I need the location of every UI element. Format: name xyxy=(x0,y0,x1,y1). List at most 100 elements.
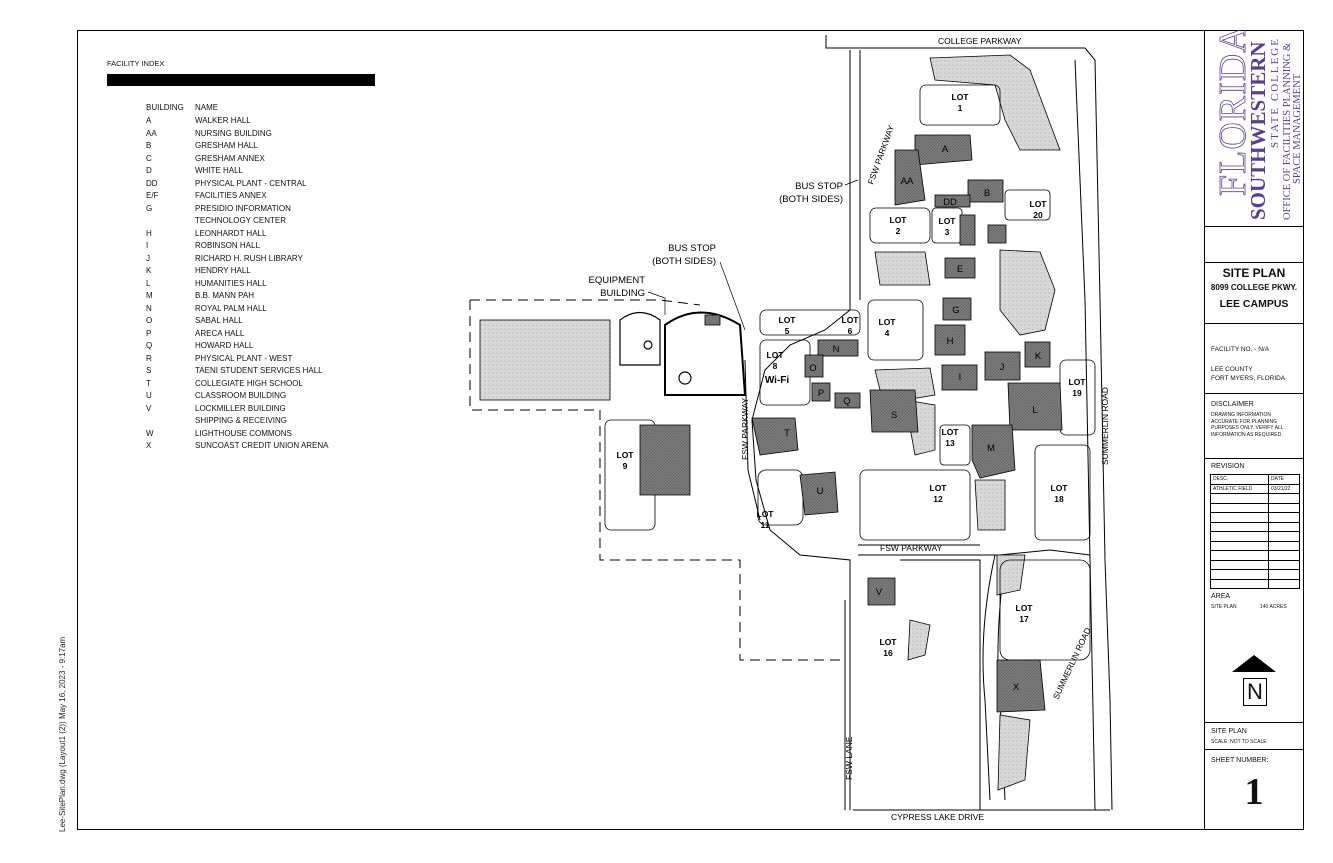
sheet-number: 1 xyxy=(1244,771,1264,813)
facility-code: B xyxy=(146,141,152,150)
lot-word-lot12: LOT xyxy=(930,483,948,493)
facility-name: PHYSICAL PLANT - CENTRAL xyxy=(195,178,307,188)
building-label-t: T xyxy=(784,428,790,439)
lot-word-lot11: LOT xyxy=(757,509,775,519)
north-letter: N xyxy=(1243,678,1267,706)
building-q xyxy=(834,392,861,409)
callout-leaders xyxy=(647,179,859,331)
logo-southwestern: SOUTHWESTERN xyxy=(1246,41,1270,220)
road-summerlin-north: SUMMERLIN ROAD xyxy=(1100,387,1110,465)
road-summerlin-south: SUMMERLIN ROAD xyxy=(1051,626,1093,701)
facility-name: CLASSROOM BUILDING xyxy=(195,391,287,400)
site-boundary xyxy=(469,299,845,661)
lot-word-lot5: LOT xyxy=(779,315,797,325)
facility-name: SHIPPING & RECEIVING xyxy=(195,416,288,425)
building-u xyxy=(799,471,839,516)
facility-name: WHITE HALL xyxy=(195,166,244,175)
revision-blank-row xyxy=(1210,512,1300,523)
facility-name: PHYSICAL PLANT - WEST xyxy=(195,353,293,363)
building-t xyxy=(751,417,799,456)
building-label-v: V xyxy=(876,587,883,598)
facility-code: M xyxy=(146,291,153,300)
area-heading: AREA xyxy=(1211,593,1231,600)
building-g xyxy=(942,297,972,321)
facility-code: W xyxy=(146,428,154,438)
revision-blank-row xyxy=(1210,531,1300,542)
facility-name: RICHARD H. RUSH LIBRARY xyxy=(195,253,303,263)
facility-name: COLLEGIATE HIGH SCHOOL xyxy=(195,378,303,388)
disclaimer-text: DRAWING INFORMATION ACCURATE FOR PLANNIN… xyxy=(1211,412,1284,438)
building-n xyxy=(817,339,859,357)
road-cypress-lake: CYPRESS LAKE DRIVE xyxy=(891,812,984,822)
scale-heading: SITE PLAN xyxy=(1211,728,1247,735)
building-v xyxy=(867,577,896,606)
facility-index-header: BUILDING NAME xyxy=(146,103,218,112)
fsw-logo: FLORIDA SOUTHWESTERN STATE COLLEGE OFFIC… xyxy=(1205,24,1303,227)
lot-word-lot9: LOT xyxy=(617,450,635,460)
facility-code: R xyxy=(146,353,152,363)
lot-word-lot6: LOT xyxy=(842,315,860,325)
building-label-o: O xyxy=(809,363,816,374)
facility-name: HENDRY HALL xyxy=(195,266,251,275)
lot-word-lot3: LOT xyxy=(939,216,957,226)
building-k xyxy=(1024,341,1051,368)
road-fsw-parkway-north: FSW PARKWAY xyxy=(865,124,896,186)
lot-word-lot19: LOT xyxy=(1069,377,1087,387)
building-label-aa: AA xyxy=(901,176,914,187)
city: FORT MYERS, FLORIDA xyxy=(1211,375,1286,382)
drawing-sheet-border xyxy=(77,30,1304,830)
road-lines xyxy=(744,35,1113,811)
building-label-k: K xyxy=(1035,351,1042,362)
bus-stop-1-line2: (BOTH SIDES) xyxy=(779,194,843,205)
facility-name: NURSING BUILDING xyxy=(195,128,272,138)
col-name-header: NAME xyxy=(195,103,219,112)
facility-code: Q xyxy=(146,341,153,350)
building-label-q: Q xyxy=(843,396,850,407)
revision-blank-row xyxy=(1210,559,1300,570)
facility-name: B.B. MANN PAH xyxy=(195,291,254,300)
title-block: FLORIDA SOUTHWESTERN STATE COLLEGE OFFIC… xyxy=(1204,24,1304,830)
facility-code: H xyxy=(146,228,152,238)
bus-stop-1-line1: BUS STOP xyxy=(795,181,843,192)
county: LEE COUNTY xyxy=(1211,366,1253,373)
facility-name: LIGHTHOUSE COMMONS xyxy=(195,428,292,438)
lot-word-lot8: LOT xyxy=(767,350,785,360)
facility-code: P xyxy=(146,328,152,338)
facility-code: AA xyxy=(146,128,157,138)
facility-name: PRESIDIO INFORMATION xyxy=(195,203,291,213)
facility-code: O xyxy=(146,316,153,325)
rev-row-desc: ATHLETIC FIELD xyxy=(1210,483,1269,494)
campus-name: LEE CAMPUS xyxy=(1219,298,1289,310)
facility-code: E/F xyxy=(146,191,159,200)
facility-index-row: M B.B. MANN PAH xyxy=(146,290,395,303)
building-label-i: I xyxy=(959,372,962,383)
facility-name: HUMANITIES HALL xyxy=(195,278,267,288)
building-c xyxy=(959,214,976,246)
revision-blank-row xyxy=(1210,550,1300,561)
building-label-j: J xyxy=(1000,362,1005,373)
facility-name: HOWARD HALL xyxy=(195,341,254,350)
facility-name: ROBINSON HALL xyxy=(195,241,260,250)
sheet-heading: SHEET NUMBER: xyxy=(1211,757,1269,764)
lot-number-lot8: 8 xyxy=(773,361,778,371)
building-x xyxy=(996,659,1046,713)
col-building-header: BUILDING xyxy=(146,103,184,112)
revision-blank-row xyxy=(1210,493,1300,504)
area-label: SITE PLAN xyxy=(1211,604,1237,610)
facility-index-row: R PHYSICAL PLANT - WEST xyxy=(146,353,395,366)
facility-name: WALKER HALL xyxy=(195,116,251,125)
lot-word-lot1: LOT xyxy=(952,92,970,102)
logo-space-mgmt: SPACE MANAGEMENT xyxy=(1292,73,1303,184)
lot-number-lot20: 20 xyxy=(1033,210,1043,220)
facility-name: LEONHARDT HALL xyxy=(195,228,267,238)
lot-number-lot12: 12 xyxy=(933,494,943,504)
ponds xyxy=(479,54,1061,791)
